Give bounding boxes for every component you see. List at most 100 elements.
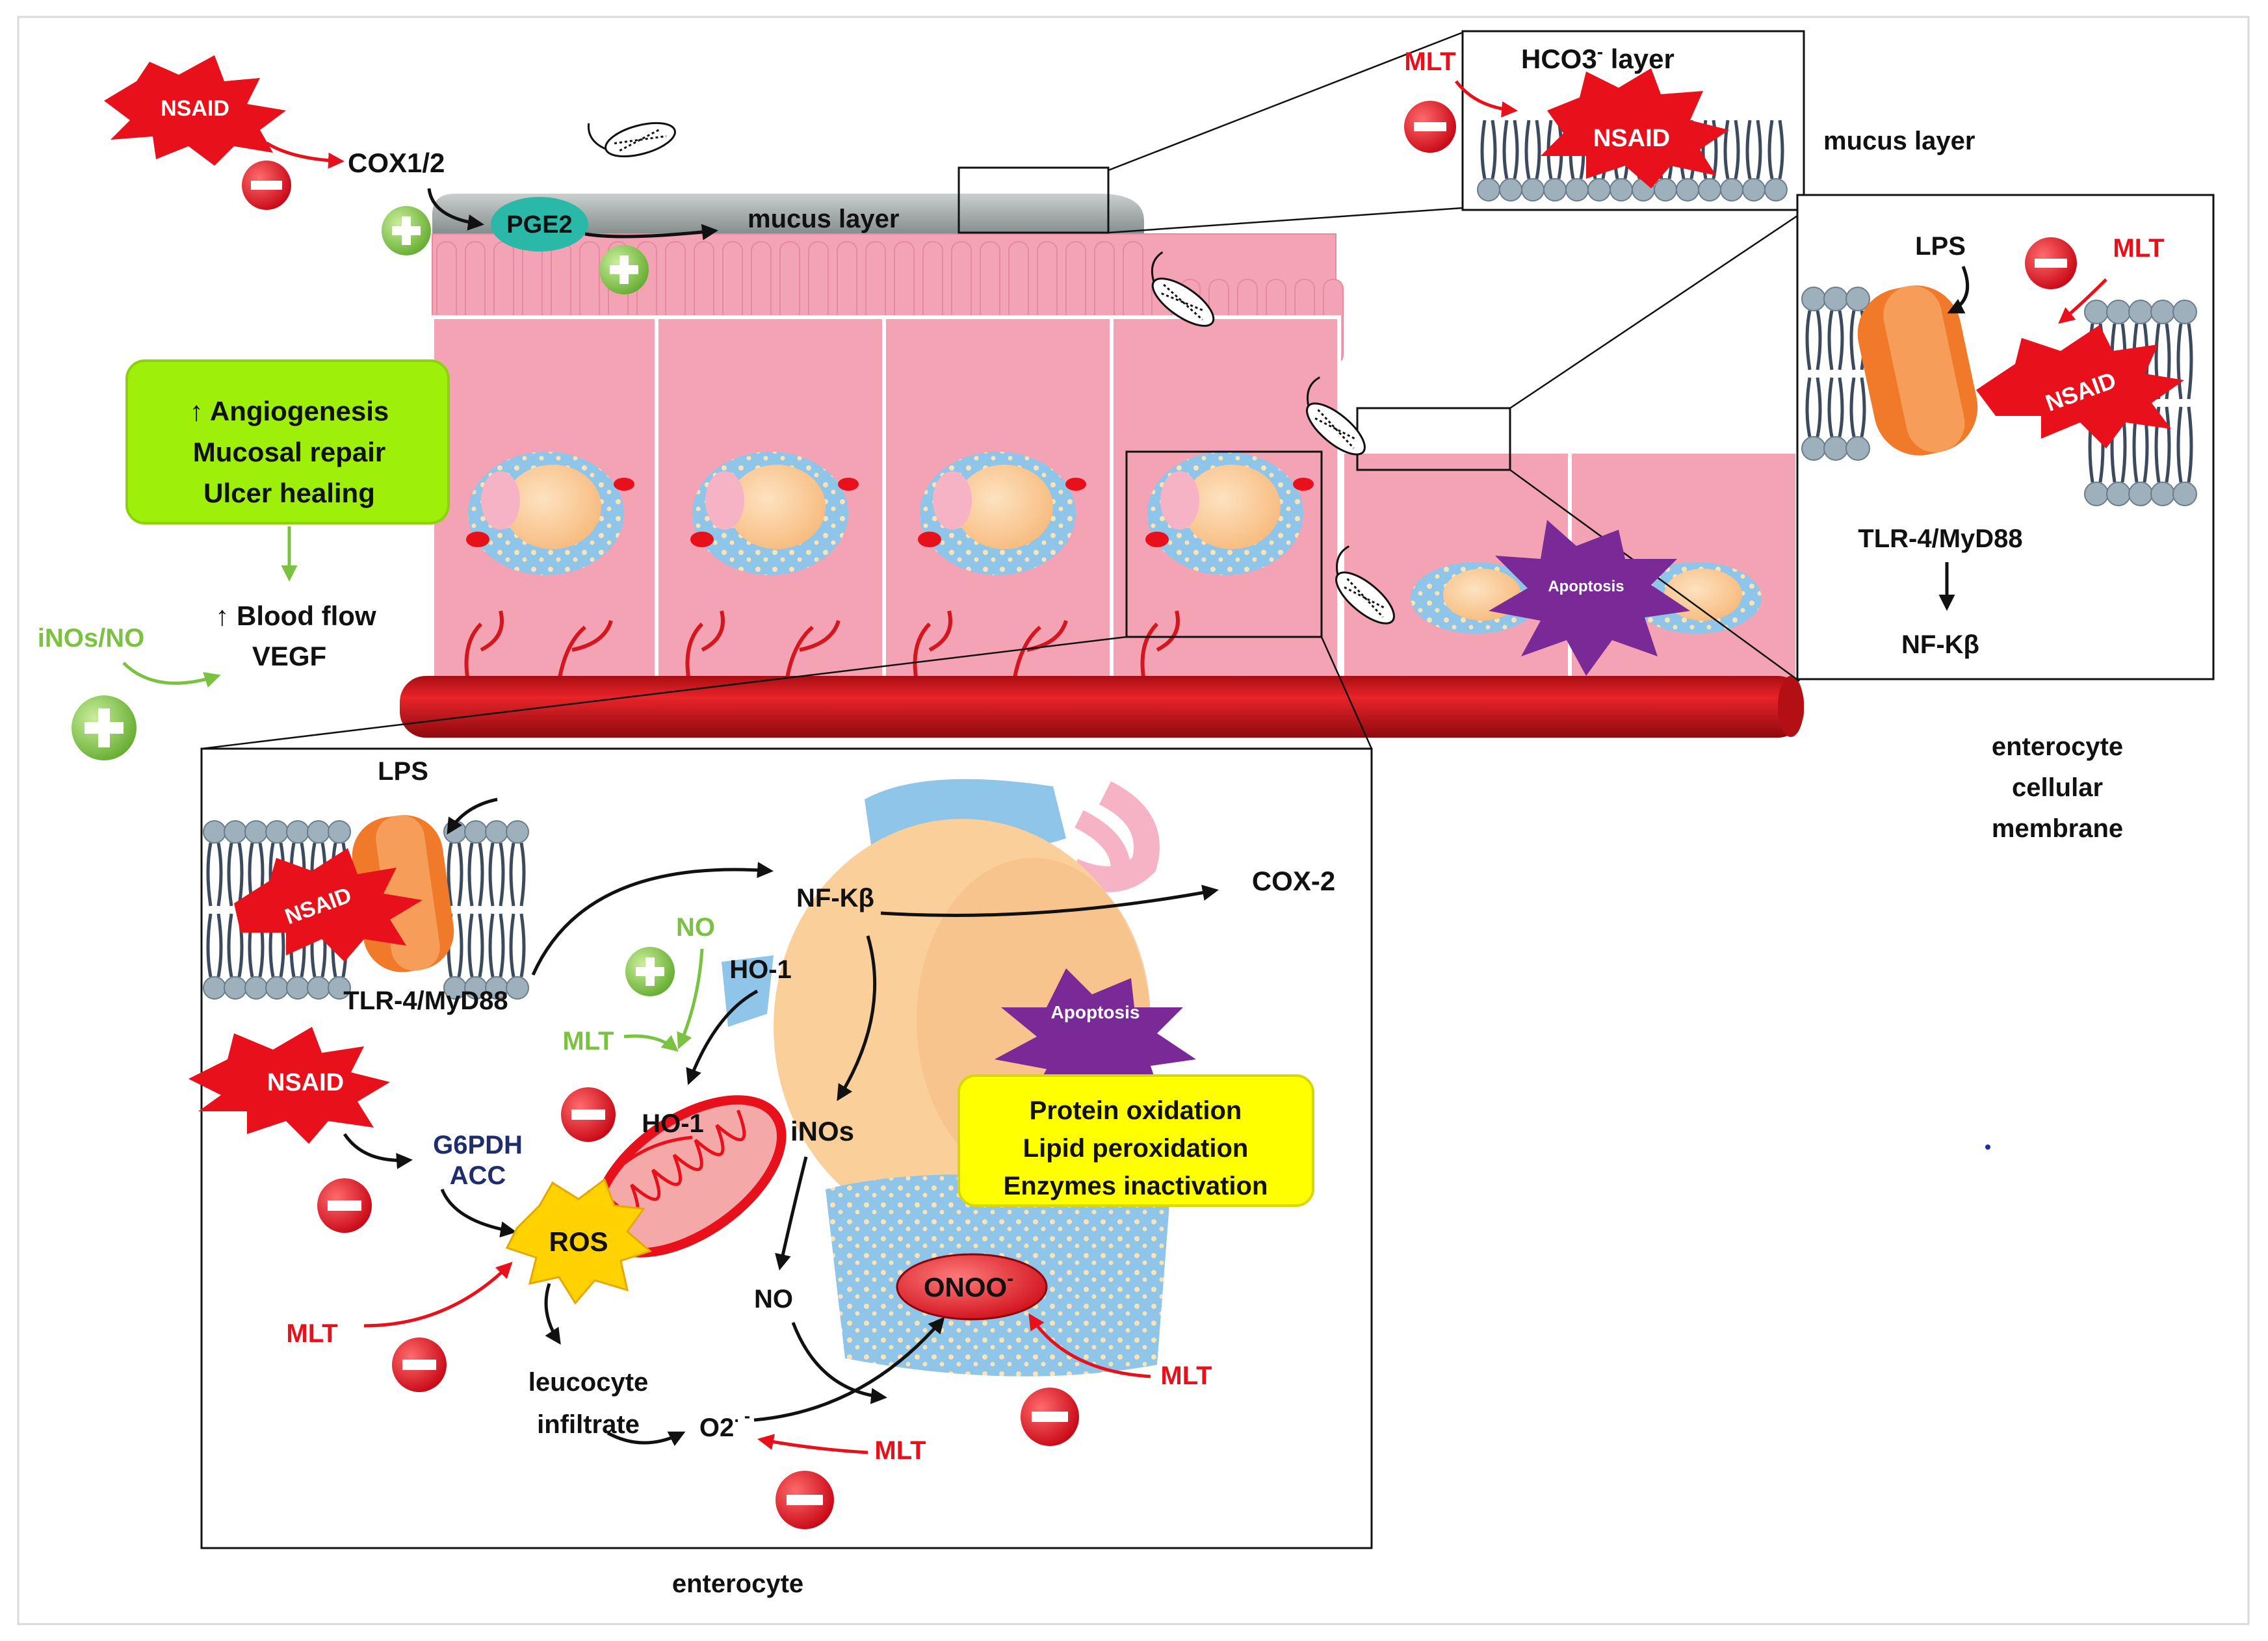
lps-label-membrane: LPS (1915, 232, 1966, 261)
tissue-panel: Apoptosis NSAID COX1/2 PGE2 mucus layer … (38, 31, 2159, 805)
arrow-mlt-ho1 (623, 1034, 679, 1052)
arrow-lps-tlr-enterocyte (447, 797, 498, 835)
oxidation-line-2: Lipid peroxidation (1023, 1134, 1249, 1163)
cox12-label: COX1/2 (348, 148, 445, 178)
arrow-mlt-o2 (757, 1434, 868, 1454)
capillaries (464, 610, 1180, 682)
arrow-lps-tlr-membrane (1947, 266, 1970, 314)
g6pdh-label: G6PDH (433, 1131, 523, 1159)
healing-line-2: Mucosal repair (193, 437, 385, 467)
nsaid-burst-topleft (104, 55, 286, 166)
arrow-inos-bloodflow (122, 662, 221, 688)
nfkb-label-enterocyte: NF-Kβ (796, 884, 874, 912)
arrow-ho1top-ho1 (686, 989, 759, 1085)
arrow-mlt-ros (363, 1261, 513, 1328)
arrow-leucocyte-o2 (606, 1431, 686, 1447)
plus-icon (382, 206, 431, 255)
arrow-nfkb-cox2 (880, 885, 1219, 917)
mucus-layer-outside-label: mucus layer (1823, 127, 1975, 155)
healing-box (125, 359, 450, 524)
plus-icon (599, 245, 649, 294)
arrow-mlt-nsaid-membrane (2058, 278, 2107, 324)
minus-icon (317, 1178, 372, 1233)
inos-no-label: iNOs/NO (38, 624, 144, 653)
healing-line-3: Ulcer healing (203, 478, 375, 508)
mitochondrion (592, 1095, 787, 1258)
enterocyte-caption: enterocyte (672, 1570, 803, 1598)
arrow-nsaid-g6pdh (343, 1133, 413, 1169)
mlt-green-label: MLT (562, 1027, 614, 1055)
cox2-label: COX-2 (1252, 866, 1335, 896)
arrow-cox-pge2 (427, 188, 484, 231)
oxidation-box (958, 1074, 1314, 1207)
minus-icon (561, 1087, 616, 1142)
arrow-nfkb-inos (837, 935, 877, 1102)
mucus-band (432, 194, 1144, 239)
tlr4-label-membrane: TLR-4/MyD88 (1858, 524, 2022, 553)
minus-icon (1021, 1388, 1079, 1446)
apoptosis-label-top: Apoptosis (1548, 578, 1624, 595)
o2-label: O2. - (699, 1406, 750, 1442)
arrow-o2-onoo (753, 1317, 945, 1422)
arrow-nsaid-cox (265, 141, 345, 169)
arrow-inos-no (775, 1156, 808, 1271)
nsaid-burst-mucus (1541, 68, 1729, 188)
mlt-label-bottom: MLT (874, 1436, 926, 1465)
onoo-oval (896, 1253, 1048, 1321)
membrane-caption-1: enterocyte (1992, 732, 2123, 761)
arrow-ros-leucocyte (544, 1283, 561, 1345)
blood-flow-label: ↑ Blood flow (215, 601, 376, 631)
nsaid-burst-enterocyte-membrane (234, 848, 423, 962)
apoptosis-label-enterocyte: Apoptosis (1051, 1002, 1140, 1022)
arrow-no-onoo (791, 1322, 887, 1404)
blood-vessel (400, 676, 1804, 738)
mucus-layer-label: mucus layer (748, 205, 899, 233)
mlt-label-mucus: MLT (1404, 47, 1455, 76)
minus-icon (242, 161, 291, 210)
oxidation-line-3: Enzymes inactivation (1004, 1172, 1268, 1200)
arrow-g6pdh-ros (440, 1189, 517, 1238)
apoptosis-burst-top (1489, 520, 1690, 676)
ros-burst (505, 1178, 652, 1305)
nsaid-burst-enterocyte (189, 1027, 390, 1144)
ho1-mid-label: HO-1 (642, 1109, 704, 1138)
no-label: NO (754, 1285, 793, 1313)
membrane-caption-3: membrane (1992, 814, 2123, 843)
hco3-layer-label: HCO3- layer (1521, 42, 1675, 74)
arrow-mlt-nsaid-mucus (1455, 80, 1518, 118)
onoo-label: ONOO- (924, 1268, 1013, 1302)
nsaid-label-mucus: NSAID (1593, 125, 1670, 152)
mlt-label-membrane: MLT (2113, 234, 2164, 263)
figure-frame (17, 16, 2250, 1625)
minus-icon (392, 1337, 447, 1392)
nsaid-burst-membrane (1976, 325, 2184, 448)
inset-enterocyte: NSAID LPS TLR-4/MyD88 NF-Kβ COX-2 NO HO-… (189, 747, 1373, 1549)
nsaid-label-enterocyte: NSAID (267, 1069, 344, 1096)
pge2-label: PGE2 (506, 211, 572, 239)
no-green-label: NO (676, 913, 715, 942)
zoom-box-enterocyte (1125, 450, 1323, 638)
tlr4-receptor (1857, 285, 1978, 456)
arrow-pge2-mucus (584, 224, 718, 240)
zoom-box-mucus (958, 166, 1110, 234)
arrow-no-ho1 (677, 948, 704, 1050)
plus-icon (72, 695, 137, 760)
arrow-mlt-onoo (1028, 1313, 1151, 1378)
inos-label: iNOs (790, 1116, 854, 1146)
arrow-tlr-nfkb-enterocyte (531, 862, 774, 976)
plus-icon (625, 947, 675, 996)
minus-icon (2025, 237, 2077, 289)
inset-mucus: NSAID MLT HCO3- layer mucus layer (1404, 30, 1975, 211)
lps-label-enterocyte: LPS (378, 757, 428, 786)
mlt-label-right: MLT (1160, 1362, 1212, 1390)
vegf-label: VEGF (252, 641, 326, 671)
cell-organelles (466, 452, 1762, 634)
minus-icon (1404, 101, 1456, 153)
nsaid-label-topleft: NSAID (161, 96, 229, 121)
pge2-oval (491, 197, 588, 252)
leucocyte-line-1: leucocyte (528, 1368, 649, 1397)
minus-icon (776, 1471, 834, 1529)
membrane-caption-2: cellular (2012, 773, 2103, 802)
inset-membrane: LPS NSAID MLT TLR-4/MyD88 NF-Kβ enterocy… (1796, 194, 2215, 1150)
